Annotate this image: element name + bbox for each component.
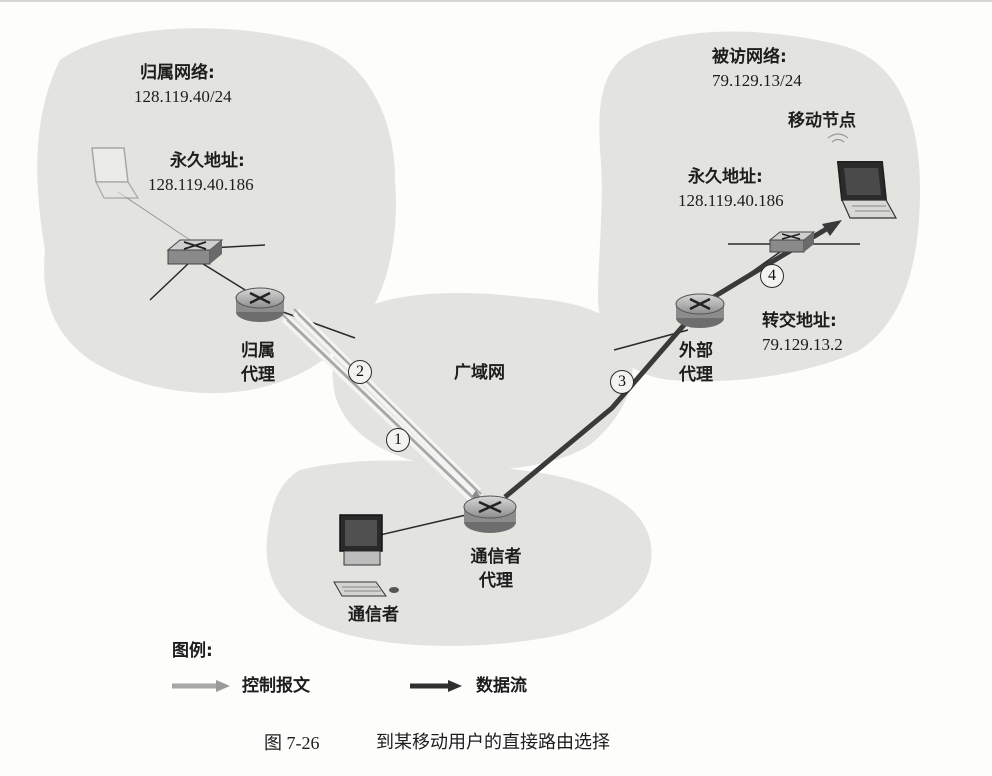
care-of-address: 79.129.13.2 [762, 335, 843, 354]
legend-data-arrow [410, 680, 462, 692]
wireless-signal-icon [827, 133, 849, 143]
care-of-address-label: 转交地址: [762, 311, 837, 331]
correspondent-network-cloud [266, 460, 652, 646]
home-agent-label-line1: 归属 [241, 341, 275, 361]
foreign-agent-label-line2: 代理 [679, 365, 713, 385]
legend-control-arrow [172, 680, 230, 692]
caption-text: 到某移动用户的直接路由选择 [376, 732, 610, 753]
top-border [0, 0, 992, 2]
laptop-at-home-icon [91, 147, 140, 199]
correspondent-computer-icon [333, 514, 399, 597]
legend-title: 图例: [172, 641, 213, 661]
visited-network-cloud [598, 31, 920, 382]
mobile-node-laptop-icon [836, 161, 898, 219]
visited-network-prefix: 79.129.13/24 [712, 71, 802, 90]
visited-permanent-address: 128.119.40.186 [678, 191, 784, 210]
correspondent-agent-router [463, 495, 517, 533]
step-1-marker: 1 [386, 428, 410, 452]
visited-switch [768, 231, 816, 253]
caption-number: 图 7-26 [264, 733, 320, 753]
step-3-marker: 3 [610, 370, 634, 394]
home-network-cloud [37, 28, 396, 394]
home-switch [166, 239, 224, 265]
home-permanent-address-label: 永久地址: [170, 151, 245, 171]
correspondent-agent-label-line2: 代理 [479, 571, 513, 591]
home-agent-router [235, 287, 285, 322]
correspondent-host-label: 通信者 [348, 605, 399, 625]
wan-label: 广域网 [454, 363, 505, 383]
home-network-prefix: 128.119.40/24 [134, 87, 232, 106]
visited-network-title: 被访网络: [712, 47, 787, 67]
legend-data-label: 数据流 [476, 676, 527, 696]
foreign-agent-label-line1: 外部 [679, 341, 713, 361]
foreign-agent-router [675, 293, 725, 328]
step-4-marker: 4 [760, 264, 784, 288]
mobile-node-label: 移动节点 [788, 111, 856, 131]
home-permanent-address: 128.119.40.186 [148, 175, 254, 194]
visited-permanent-address-label: 永久地址: [688, 167, 763, 187]
step-2-marker: 2 [348, 360, 372, 384]
home-network-title: 归属网络: [140, 63, 215, 83]
legend-control-label: 控制报文 [242, 676, 310, 696]
home-agent-label-line2: 代理 [241, 365, 275, 385]
correspondent-agent-label-line1: 通信者 [470, 547, 522, 567]
